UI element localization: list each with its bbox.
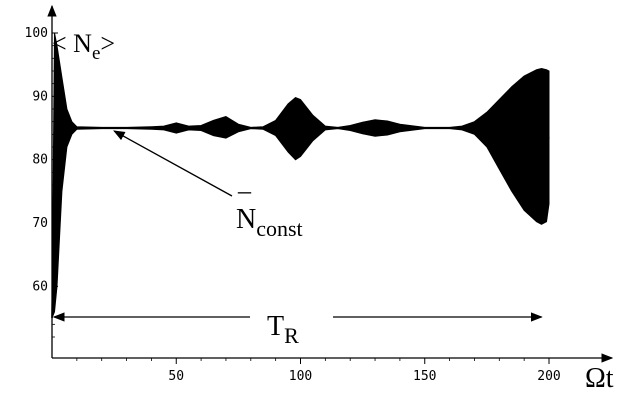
envelope-mean-line [51, 126, 550, 319]
tr-annotation: TR [52, 311, 543, 348]
tr-label-main: T [267, 311, 284, 342]
x-tick-label-200: 200 [537, 369, 560, 384]
y-tick-label-60: 60 [32, 279, 48, 294]
nconst-arrow [113, 130, 233, 197]
oscillation-envelope [51, 32, 550, 319]
tr-label-sub: R [284, 323, 299, 348]
y-axis-title-sub: e [92, 43, 100, 64]
y-axis-title-close: > [100, 29, 115, 58]
y-tick-label-100: 100 [25, 26, 48, 41]
x-tick-label-150: 150 [413, 369, 436, 384]
tr-label: TR [267, 311, 299, 348]
y-tick-label-70: 70 [32, 216, 48, 231]
x-axis-title: Ωt [585, 363, 614, 393]
nconst-label-main: N [236, 204, 256, 235]
y-axis-title-main: < N [52, 29, 92, 58]
nconst-label-sub: const [256, 216, 302, 241]
y-tick-label-80: 80 [32, 153, 48, 168]
nconst-bar: _ [237, 167, 252, 196]
nconst-annotation: _ Nconst [113, 130, 303, 241]
envelope-series-0 [51, 32, 550, 319]
x-tick-label-100: 100 [289, 369, 312, 384]
ticks: 60 70 80 90 100 50 100 150 200 [25, 26, 561, 384]
y-axis-title: < Ne> [52, 29, 115, 64]
nconst-label: Nconst [236, 204, 303, 241]
x-tick-label-50: 50 [168, 369, 184, 384]
y-tick-label-90: 90 [32, 89, 48, 104]
